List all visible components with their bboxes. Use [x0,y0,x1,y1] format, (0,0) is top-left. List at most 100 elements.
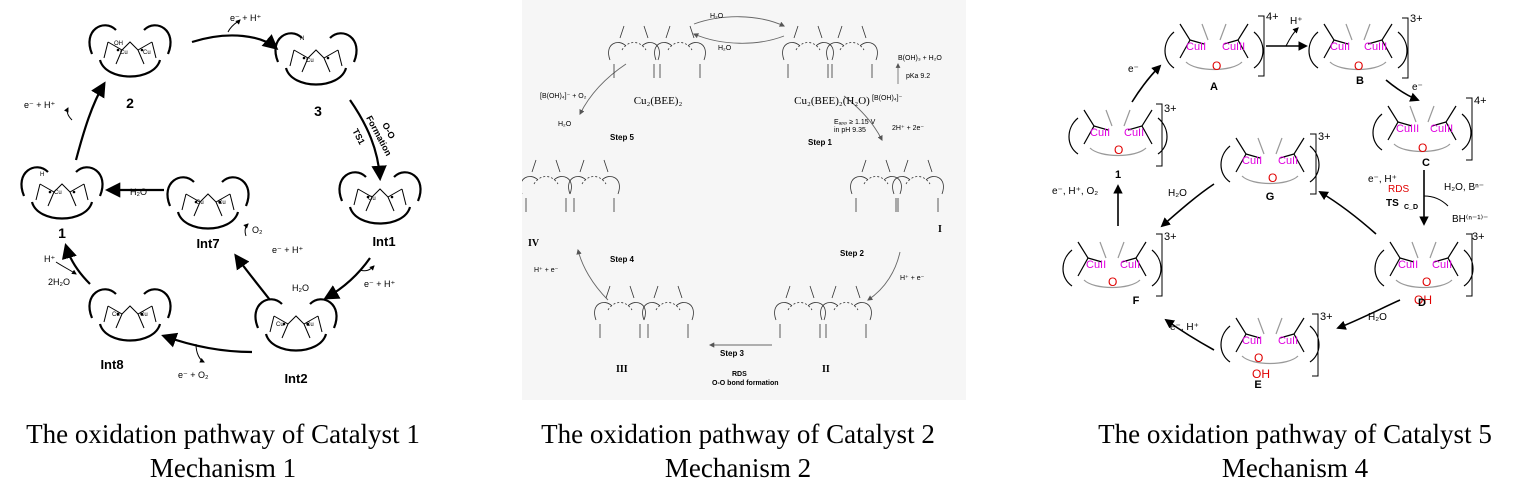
caption-line-2: Mechanism 4 [1221,453,1369,483]
complex-III [594,285,694,339]
atom-label: H [40,172,44,178]
arrow-3-to-int1 [349,99,387,182]
mechanism-4-diagram: CuII CuIII CuII CuIII CuIII CuIII CuII C… [1038,0,1521,400]
species-bee2-label: Cu₂(BEE)₂ [634,95,683,107]
species-int1-label: Int1 [372,234,395,249]
annotation: B(OH)₃ + H₂O [898,55,942,62]
step-label: 2H₂O [48,277,70,287]
caption-mechanism-1: The oxidation pathway of Catalyst 1 Mech… [0,417,446,485]
atom-label: Cu [196,200,204,206]
atom-label: OH [114,41,123,47]
species-3-label: 3 [314,103,322,119]
caption-line-1: The oxidation pathway of Catalyst 5 [1098,419,1492,449]
cu-label: CuII [1398,259,1418,271]
complex-E [1220,317,1320,365]
atom-label: Cu [54,190,62,196]
species-E-label: E [1254,379,1261,391]
mechanism-4-svg: CuII CuIII CuII CuIII CuIII CuIII CuII C… [1052,11,1488,391]
cu-label: CuIII [1430,123,1453,135]
species-1-label: 1 [58,225,66,241]
complex-3 [274,32,358,86]
arrow-step5 [579,63,627,115]
annotation: O-O bond formation [712,380,779,387]
arrow-1-to-2 [74,81,106,161]
atom-label: Cu [306,322,314,328]
ts-sub-label: C_D [1404,204,1418,211]
arrow-step1 [843,95,883,141]
charge-B: 3+ [1410,13,1423,25]
complex-int2 [254,298,338,352]
arrow-int1-to-int2 [323,257,371,300]
o-label: O [1422,275,1431,289]
annotation: H⁺ + e⁻ [900,275,925,282]
step-label: e⁻, H⁺, O₂ [1052,186,1098,197]
atom-label: Cu [143,50,151,56]
species-int8-label: Int8 [100,357,123,372]
arrow-D-to-E [1336,299,1401,330]
step-label: H₂O [1368,312,1387,323]
complex-bee2 [608,25,706,79]
step-3-label: Step 3 [720,349,745,358]
species-int2-label: Int2 [284,371,307,386]
ts1-label-c: TS1 [350,127,367,146]
complex-bee2h2o [782,25,878,79]
step-label: e⁻ + H⁺ [364,279,396,289]
charge-D: 3+ [1472,231,1485,243]
step-label: H₂O [1168,188,1187,199]
o-label: O [1268,171,1277,185]
mechanism-1-diagram: OH Cu Cu 2 N Cu 3 Cu Int1 Cu Cu Int2 Cu … [0,0,470,400]
cu-label: CuII [1186,41,1206,53]
species-D-label: D [1418,297,1426,309]
charge-E: 3+ [1320,311,1333,323]
arrow-G-to-F [1160,183,1215,228]
species-II-label: II [822,364,830,375]
o-label: O [1114,143,1123,157]
complex-int1 [338,171,422,225]
annotation: in pH 9.35 [834,127,866,134]
species-F-label: F [1133,295,1140,307]
step-label: H⁺ [1290,16,1303,27]
cu-label: CuII [1278,335,1298,347]
annotation: H₂O [710,13,724,20]
charge-1: 3+ [1164,103,1177,115]
o-label: O [1254,351,1263,365]
caption-mechanism-4: The oxidation pathway of Catalyst 5 Mech… [1060,417,1521,485]
step-4-label: Step 4 [610,255,635,264]
small-arrow [63,107,73,121]
cu-label: CuII [1278,155,1298,167]
complex-I [850,159,944,213]
annotation: pKa 9.2 [906,73,930,80]
small-arrow [1285,27,1299,47]
cu-label: CuII [1242,335,1262,347]
complex-II [774,285,872,339]
small-arrow [1423,195,1449,207]
charge-C: 4+ [1474,95,1487,107]
arrow-2-to-3 [191,34,279,51]
arrow-int2-to-int7 [234,253,271,301]
annotation: RDS [732,371,747,378]
atom-label: Cu [276,322,284,328]
cu-label: CuII [1330,41,1350,53]
complex-int8 [88,288,172,342]
caption-line-2: Mechanism 2 [664,453,812,483]
arrow-int2-to-int8 [161,332,253,354]
caption-line-1: The oxidation pathway of Catalyst 2 [541,419,935,449]
step-label: e⁻ [1128,64,1139,75]
arrow-hydration [693,16,785,27]
cu-label: CuII [1120,259,1140,271]
step-label: e⁻ [1412,82,1423,93]
complex-IV [522,159,620,213]
species-1-label: 1 [1115,169,1121,181]
cu-label: CuII [1086,259,1106,271]
oh-label: OH [1414,293,1432,307]
step-label: H₂O, Bⁿ⁻ [1444,182,1484,193]
arrow-1-to-A [1131,64,1162,103]
species-C-label: C [1422,157,1430,169]
arrow-E-to-F [1164,318,1215,351]
cu-label: CuII [1090,127,1110,139]
charge-F: 3+ [1164,231,1177,243]
step-1-label: Step 1 [808,138,833,147]
species-III-label: III [616,364,628,375]
annotation: [B(OH)₄]⁻ + O₂ [540,93,587,100]
oh-label: OH [1252,367,1270,381]
